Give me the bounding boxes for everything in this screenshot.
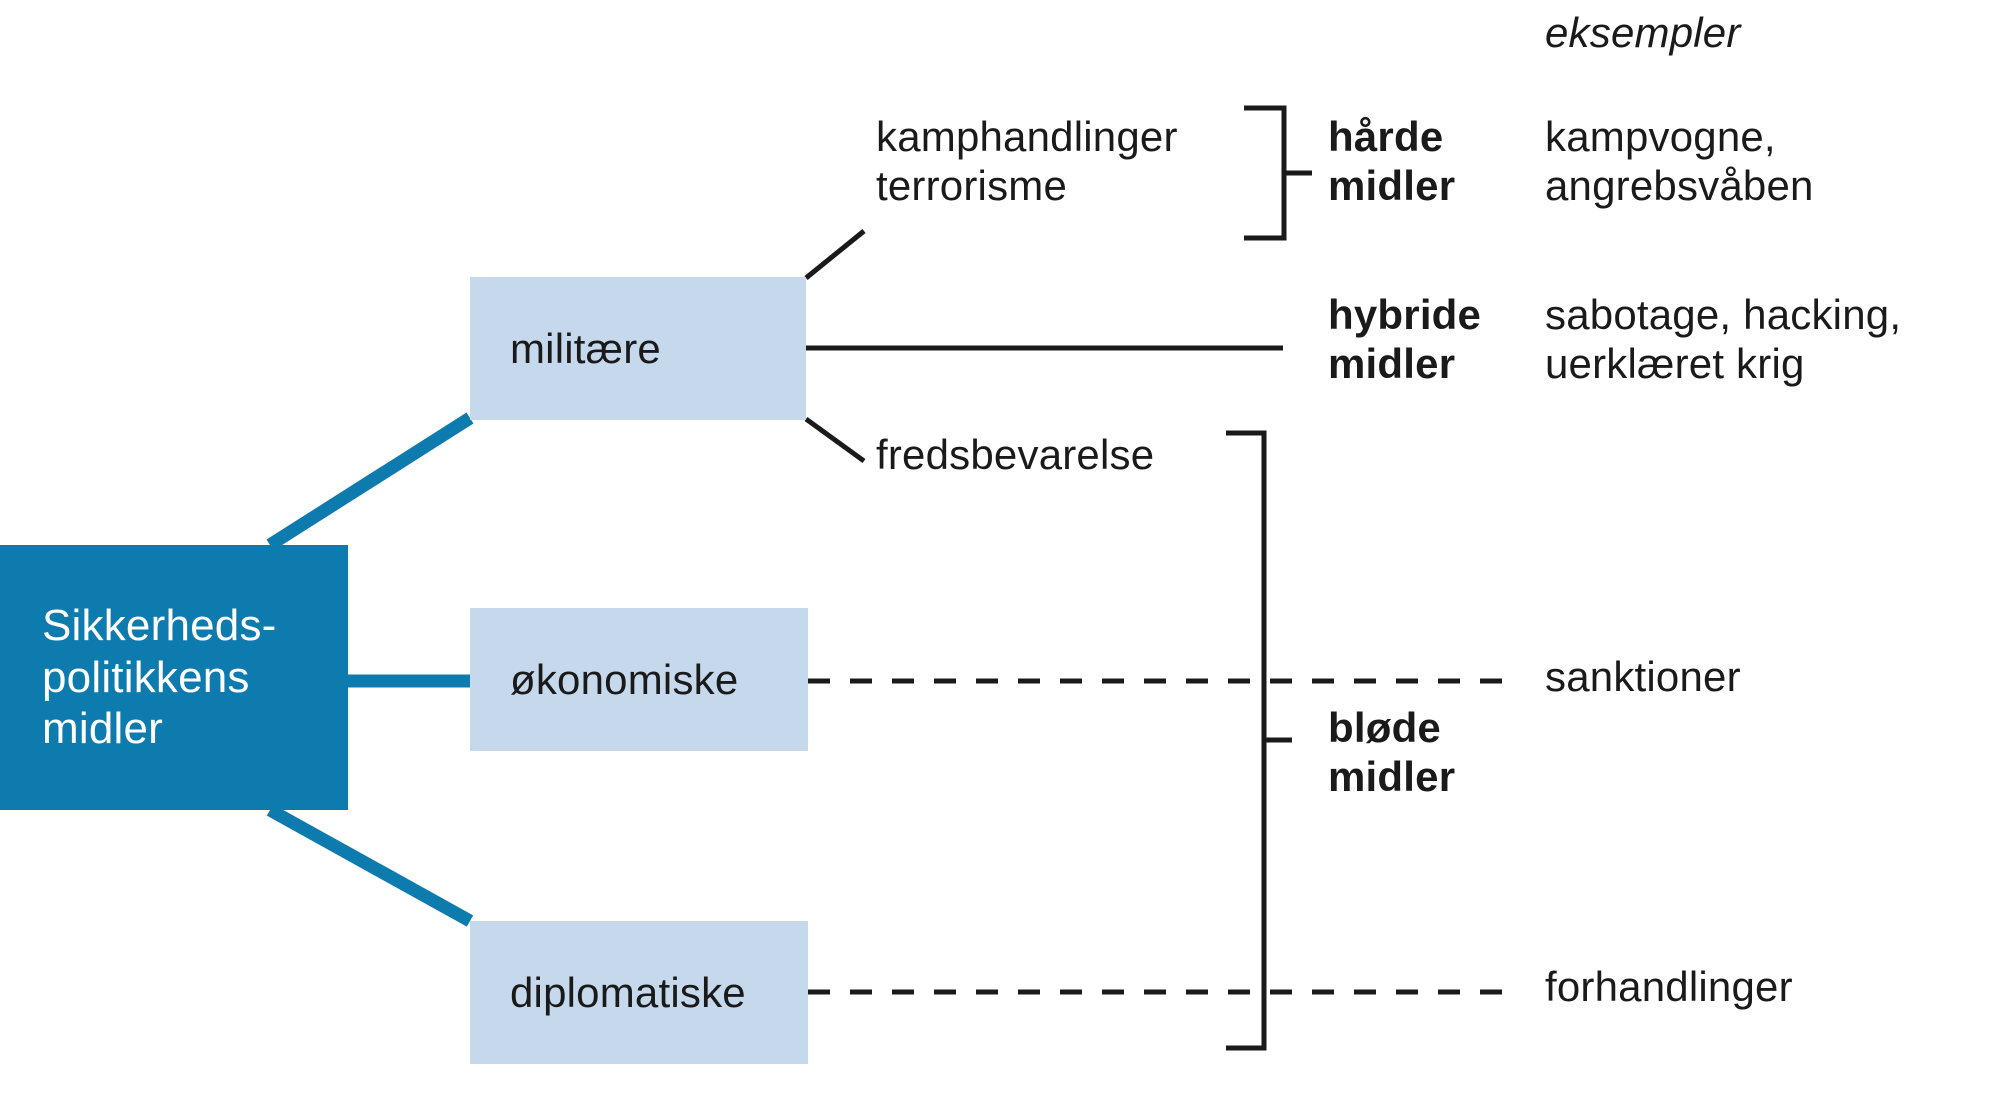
- example-sanktioner: sanktioner: [1545, 653, 1741, 700]
- connector-root-to-diplomatiske: [266, 804, 474, 927]
- column-header-eksempler: eksempler: [1545, 9, 1741, 56]
- root-node-sikkerhedspolitikkens-midler[interactable]: Sikkerheds- politikkens midler: [0, 545, 348, 810]
- bracket-bloede-midler: [1226, 430, 1267, 1051]
- example-hybride-midler: sabotage, hacking, uerklæret krig: [1545, 291, 1902, 388]
- category-label-haarde-midler: hårde midler: [1328, 113, 1456, 210]
- bracket-haarde-midler: [1244, 105, 1287, 241]
- branch-node-okonomiske[interactable]: økonomiske: [470, 608, 808, 751]
- branch-node-diplomatiske-label: diplomatiske: [510, 968, 746, 1016]
- connector-militaere-to-fredsbevarelse: [804, 416, 866, 464]
- category-label-bloede-midler: bløde midler: [1328, 704, 1456, 801]
- example-forhandlinger: forhandlinger: [1545, 963, 1793, 1010]
- connector-root-to-militaere: [266, 412, 474, 551]
- leaf-label-kamphandlinger-terrorisme: kamphandlinger terrorisme: [876, 113, 1178, 210]
- category-label-hybride-midler: hybride midler: [1328, 291, 1482, 388]
- example-haarde-midler: kampvogne, angrebsvåben: [1545, 113, 1814, 210]
- branch-node-militaere[interactable]: militære: [470, 277, 806, 420]
- branch-node-diplomatiske[interactable]: diplomatiske: [470, 921, 808, 1064]
- root-node-label: Sikkerheds- politikkens midler: [42, 600, 277, 754]
- branch-node-okonomiske-label: økonomiske: [510, 655, 739, 703]
- connector-militaere-to-kamphandlinger: [804, 229, 866, 280]
- branch-node-militaere-label: militære: [510, 324, 661, 372]
- leaf-label-fredsbevarelse: fredsbevarelse: [876, 431, 1155, 478]
